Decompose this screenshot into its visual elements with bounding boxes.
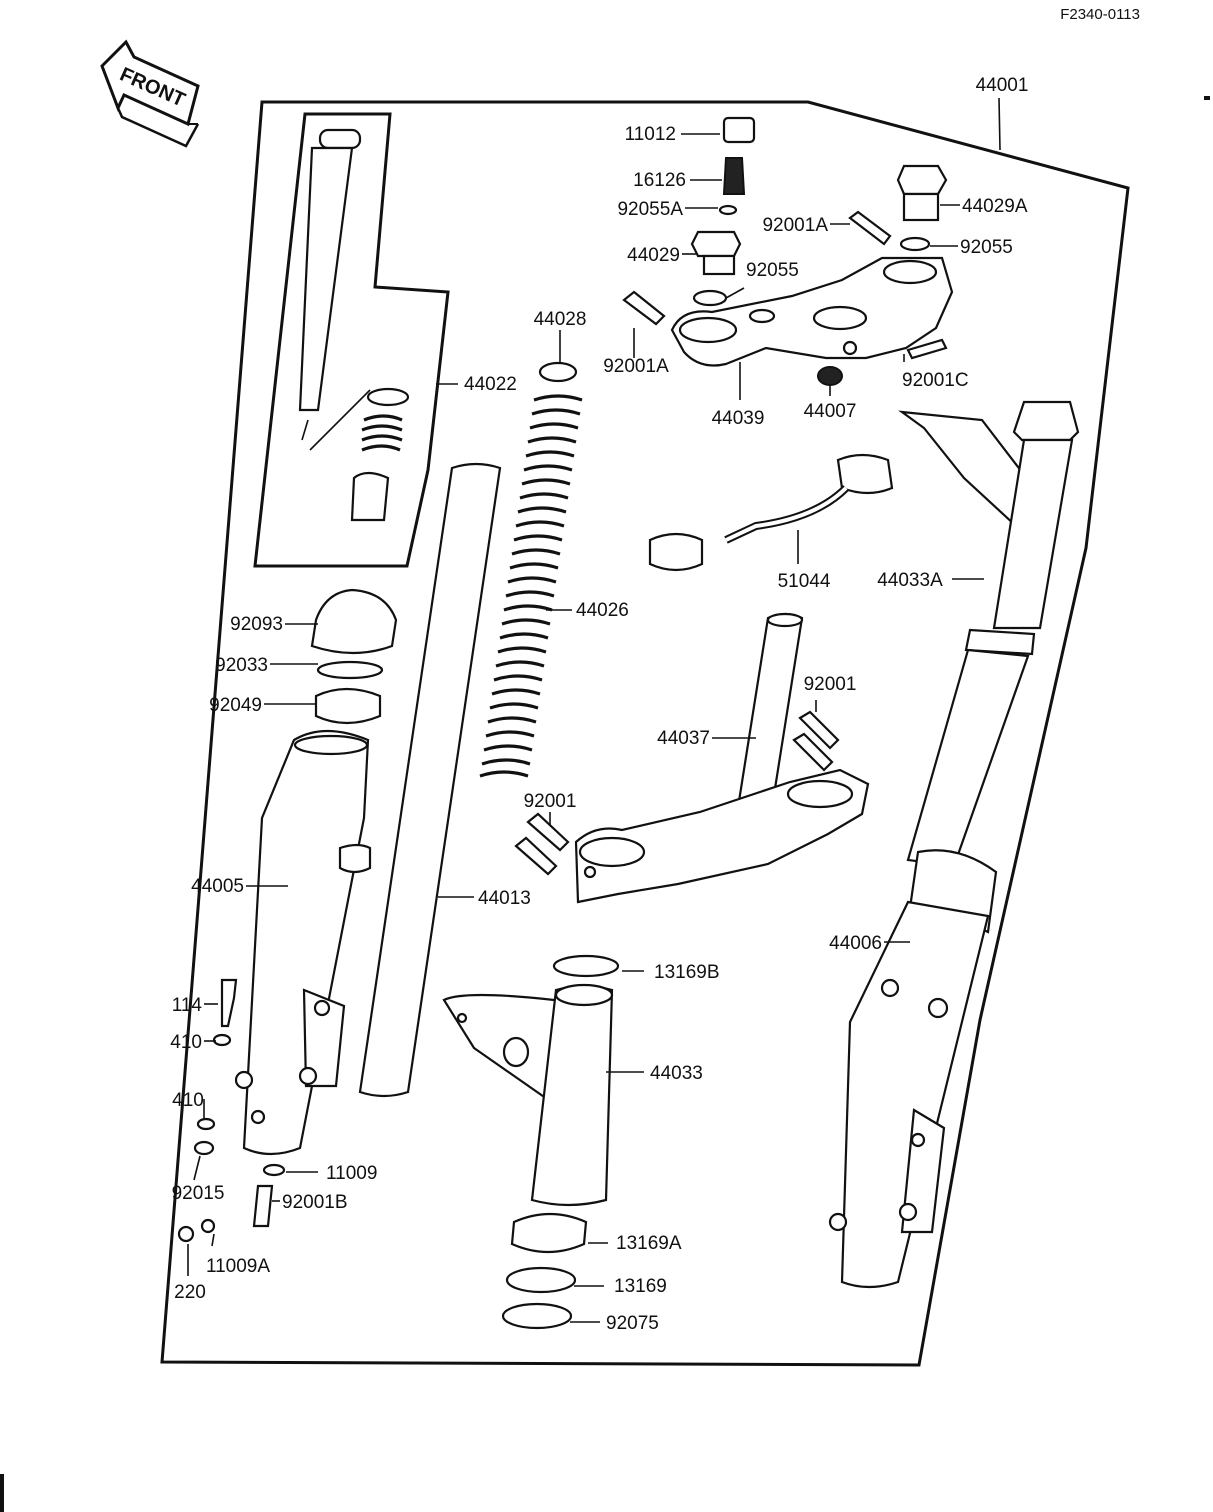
label-92001b: 92001B: [282, 1192, 348, 1213]
bolt-114: [220, 978, 238, 1028]
part-labels: 44001 11012 16126 92055A 44029 44029A 92…: [170, 75, 1028, 1334]
fork-cap-bolt-right: [896, 164, 948, 222]
label-44006: 44006: [829, 933, 882, 954]
upper-fork-bracket: [670, 256, 954, 367]
label-51044: 51044: [778, 571, 831, 592]
fork-spring: [479, 394, 583, 778]
dust-cover: [310, 588, 398, 655]
headlight-bracket-left: [442, 983, 614, 1207]
seal-92075: [501, 1302, 573, 1330]
washer-11009a: [200, 1218, 216, 1234]
label-92015: 92015: [172, 1183, 225, 1204]
label-44005: 44005: [191, 876, 244, 897]
retaining-ring: [316, 660, 384, 680]
bearing-race-13169: [505, 1266, 577, 1294]
bolt-92001-lower-a: [526, 812, 570, 852]
label-114: 114: [172, 995, 203, 1016]
inset-box-outline: [253, 112, 450, 568]
label-13169: 13169: [614, 1276, 667, 1297]
label-44029a: 44029A: [962, 196, 1028, 217]
label-92001a-top: 92001A: [762, 215, 828, 236]
label-92001-upper: 92001: [804, 674, 857, 695]
label-44022: 44022: [464, 374, 517, 395]
bearing-13169a: [510, 1212, 588, 1254]
label-44026: 44026: [576, 600, 629, 621]
washer-right: [899, 236, 931, 252]
label-410-a: 410: [170, 1032, 202, 1053]
label-44033a: 44033A: [877, 570, 943, 591]
washer-410-b: [196, 1117, 216, 1131]
headlight-bracket-right: [898, 410, 1030, 529]
label-13169b: 13169B: [654, 962, 720, 983]
label-92001a-left: 92001A: [603, 356, 669, 377]
label-220: 220: [174, 1282, 206, 1303]
oil-seal: [314, 687, 382, 725]
label-16126: 16126: [633, 170, 686, 191]
label-410-b: 410: [172, 1090, 204, 1111]
washer-11009: [262, 1163, 286, 1177]
bolt-92001a-left: [622, 290, 666, 326]
label-92075: 92075: [606, 1313, 659, 1334]
washer-410-a: [212, 1033, 232, 1047]
label-92033: 92033: [215, 655, 268, 676]
bolt-92001-upper-b: [792, 732, 834, 772]
front-direction-arrow: FRONT: [100, 39, 200, 148]
bolt-92001c: [906, 338, 948, 360]
steering-stem: [574, 612, 870, 904]
label-92055a: 92055A: [617, 199, 683, 220]
right-fork-assembly: [828, 400, 1080, 1289]
bolt-92001-lower-b: [514, 836, 558, 876]
cap: [722, 116, 756, 144]
bolt-92001a-top: [848, 210, 892, 246]
label-44029: 44029: [627, 245, 680, 266]
screw-92001b: [252, 1184, 274, 1228]
label-92055-mid: 92055: [746, 260, 799, 281]
steering-nut: [817, 366, 843, 386]
label-44037: 44037: [657, 728, 710, 749]
fork-cap-bolt: [690, 230, 742, 276]
label-92049: 92049: [209, 695, 262, 716]
label-13169a: 13169A: [616, 1233, 682, 1254]
label-92001c: 92001C: [902, 370, 969, 391]
label-11009a: 11009A: [206, 1256, 270, 1277]
assembly-outline: [160, 100, 1130, 1367]
bearing-seal-13169b: [552, 954, 620, 978]
diagram-code: F2340-0113: [1060, 6, 1140, 23]
nut-92015: [193, 1140, 215, 1156]
damper-rod-assembly: [298, 128, 410, 522]
leader-lines: [187, 97, 1001, 1323]
label-44033: 44033: [650, 1063, 703, 1084]
label-44013: 44013: [478, 888, 531, 909]
label-11012: 11012: [625, 124, 676, 145]
spring-seat: [538, 361, 578, 383]
label-92001-lower: 92001: [524, 791, 577, 812]
label-44039: 44039: [712, 408, 765, 429]
bolt-92001-upper-a: [798, 710, 840, 750]
label-44028: 44028: [534, 309, 587, 330]
label-11009: 11009: [326, 1163, 377, 1184]
label-92055-right: 92055: [960, 237, 1013, 258]
washer-mid: [692, 289, 728, 307]
left-outer-tube: [234, 730, 372, 1156]
brake-hose: [648, 453, 894, 572]
washer-small: [718, 204, 738, 216]
left-inner-tube: [358, 462, 502, 1098]
air-valve: [722, 157, 746, 195]
edge-mark-top-right: [1204, 96, 1210, 100]
bolt-220: [177, 1225, 195, 1243]
edge-mark-bottom-left: [0, 1474, 4, 1512]
label-44001: 44001: [976, 75, 1029, 96]
label-44007: 44007: [804, 401, 857, 422]
label-92093: 92093: [230, 614, 283, 635]
